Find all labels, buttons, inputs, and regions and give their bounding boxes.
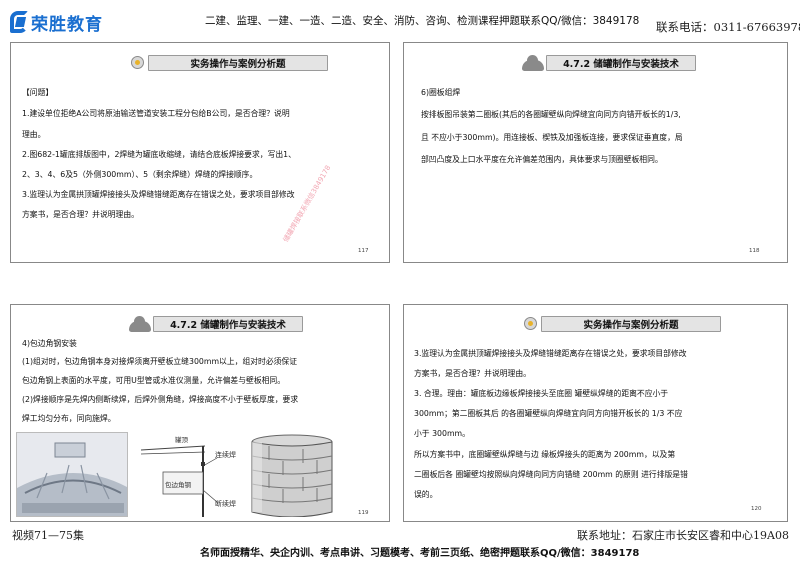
slide-text-line: 理由。 [22, 130, 46, 139]
slide-text-line: 方案书，是否合理？并说明理由。 [414, 369, 531, 378]
page-number: 119 [358, 510, 369, 516]
slide-text-line: 4)包边角钢安装 [22, 339, 77, 348]
slide-text-line: 部凹凸度及上口水平度在允许偏差范围内，具体要求与顶圈壁板相同。 [421, 155, 663, 164]
slide-120: 实务操作与案例分析题 3.监理认为金属拱顶罐焊接接头及焊缝错缝距离存在错误之处，… [403, 304, 788, 522]
course-contact-banner: 二建、监理、一建、一造、二造、安全、消防、咨询、检测课程押题联系QQ/微信：38… [205, 15, 640, 27]
page-number: 118 [749, 248, 760, 254]
slide-117: 实务操作与案例分析题 【问题】 1.建设单位拒绝A公司将原油输送管道安装工程分包… [10, 42, 390, 263]
page-number: 120 [751, 506, 762, 512]
slide-text-line: 包边角钢上表面的水平度，可用U型管或水准仪测量，允许偏差与壁板相同。 [22, 376, 286, 385]
contact-phone: 联系电话：0311-67663978 [656, 20, 800, 34]
slide-119: 4.7.2 储罐制作与安装技术 4)包边角钢安装 (1)组对时，包边角钢本身对接… [10, 304, 390, 522]
tank-photo-image [16, 432, 128, 517]
slide-text-line: 2.图682-1罐底排版图中，2焊缝为罐底收缩缝，请结合底板焊接要求，写出1、 [22, 150, 296, 159]
logo-icon [10, 11, 28, 33]
slide-text-line: (1)组对时，包边角钢本身对接焊须离开壁板立缝300mm以上，组对时必须保证 [22, 357, 298, 366]
slide-text-line: 1.建设单位拒绝A公司将原油输送管道安装工程分包给B公司，是否合理？说明 [22, 109, 290, 118]
page-header: 荣胜教育 二建、监理、一建、一造、二造、安全、消防、咨询、检测课程押题联系QQ/… [0, 0, 800, 40]
slide-text-line: 6)圈板组焊 [421, 88, 461, 97]
figure-label: 断续焊 [215, 500, 236, 508]
figure-label: 罐顶 [175, 436, 188, 444]
bullet-ring-icon [524, 317, 537, 330]
slide-title: 4.7.2 储罐制作与安装技术 [170, 320, 286, 331]
slide-text-line: 300mm；第二圈板其后 的各圈罐壁纵向焊缝宜向同方向错开板长的 1/3 不应 [414, 409, 683, 418]
slide-title: 实务操作与案例分析题 [190, 59, 286, 70]
watermark-text: 储罐焊接联系微信3849178 [281, 163, 333, 244]
slide-title-bar: 4.7.2 储罐制作与安装技术 [546, 55, 696, 71]
cloud-icon [522, 55, 544, 71]
page-number: 117 [358, 248, 369, 254]
slide-text-line: 3.监理认为金属拱顶罐焊接接头及焊缝错缝距离存在错误之处，要求项目部修改 [414, 349, 687, 358]
slide-text-line: 焊工均匀分布，同向施焊。 [22, 414, 116, 423]
slide-text-line: 方案书，是否合理？并说明理由。 [22, 210, 139, 219]
angle-steel-diagram: 罐顶 包边角钢 连续焊 断续焊 [135, 432, 239, 517]
slide-text-line: 小于 300mm。 [414, 429, 470, 438]
video-episode-label: 视频71—75集 [12, 529, 84, 542]
tank-wall-plates-image [247, 432, 337, 517]
slide-text-line: (2)焊接顺序是先焊内侧断续焊，后焊外侧角缝，焊接高度不小于壁板厚度，要求 [22, 395, 299, 404]
contact-address: 联系地址：石家庄市长安区睿和中心19A08 [577, 529, 789, 542]
slide-text-line: 3.监理认为金属拱顶罐焊接接头及焊缝错缝距离存在错误之处，要求项目部修改 [22, 190, 295, 199]
slide-text-line: 2、3、4、6及5（外侧300mm）、5（剩余焊缝）焊缝的焊接顺序。 [22, 170, 258, 179]
brand-logo: 荣胜教育 [10, 10, 103, 35]
slide-title-bar: 实务操作与案例分析题 [541, 316, 721, 332]
slide-text-line: 3. 合理。理由：罐底板边缘板焊接接头至底圈 罐壁纵焊缝的距离不应小于 [414, 389, 669, 398]
promo-banner: 名师面授精华、央企内训、考点串讲、习题模考、考前三页纸、绝密押题联系QQ/微信：… [200, 548, 640, 559]
slide-title-bar: 4.7.2 储罐制作与安装技术 [153, 316, 303, 332]
slide-text-line: 【问题】 [22, 88, 54, 97]
logo-text: 荣胜教育 [31, 14, 103, 35]
figure-label: 连续焊 [215, 451, 236, 459]
cloud-icon [129, 316, 151, 332]
slide-text-line: 误的。 [414, 490, 438, 499]
slide-text-line: 按排板图吊装第二圈板(其后的各圈罐壁纵向焊缝宜向同方向错开板长的1/3, [421, 110, 681, 119]
slide-title: 4.7.2 储罐制作与安装技术 [563, 59, 679, 70]
figure-label: 包边角钢 [165, 481, 191, 489]
slide-title-bar: 实务操作与案例分析题 [148, 55, 328, 71]
slide-text-line: 所以方案书中，底圈罐壁纵焊缝与边 缘板焊接头的距离为 200mm，以及第 [414, 450, 676, 459]
slide-title: 实务操作与案例分析题 [583, 320, 679, 331]
slide-text-line: 且 不应小于300mm)。用连接板、楔铁及加强板连接，要求保证垂直度，局 [421, 133, 683, 142]
bullet-ring-icon [131, 56, 144, 69]
slide-118: 4.7.2 储罐制作与安装技术 6)圈板组焊 按排板图吊装第二圈板(其后的各圈罐… [403, 42, 788, 263]
slide-text-line: 二圈板后各 圈罐壁均按照纵向焊缝向同方向错缝 200mm 的原则 进行排版是错 [414, 470, 688, 479]
